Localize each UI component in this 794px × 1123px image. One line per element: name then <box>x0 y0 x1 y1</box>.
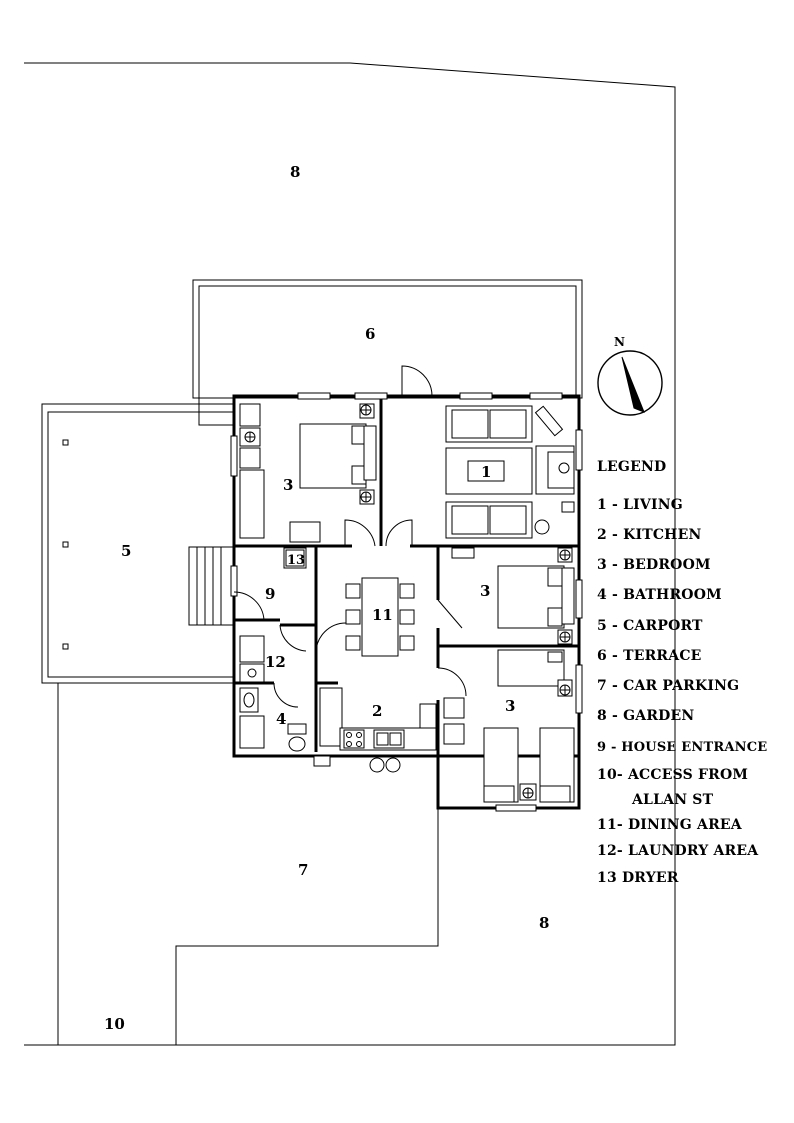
doors <box>233 365 467 708</box>
label-bedroom-e: 3 <box>480 582 490 600</box>
terrace-outline <box>192 279 583 426</box>
compass-label: N <box>614 335 625 349</box>
label-laundry: 12 <box>265 653 286 671</box>
label-garden-top: 8 <box>290 163 300 181</box>
label-entrance: 9 <box>265 585 275 603</box>
label-terrace: 6 <box>365 325 375 343</box>
label-living: 1 <box>481 463 491 481</box>
legend-item: 7 - CAR PARKING <box>597 678 739 694</box>
legend-item: 9 - HOUSE ENTRANCE <box>597 740 767 755</box>
north-arrow-icon: N <box>597 335 663 416</box>
legend-item: 3 - BEDROOM <box>597 557 711 573</box>
living-furniture <box>445 405 575 539</box>
wet-area-fixtures <box>239 547 307 752</box>
bedroom-se-furniture <box>443 649 575 803</box>
label-garden-bottom: 8 <box>539 914 549 932</box>
legend-item: 13 DRYER <box>597 870 679 886</box>
kitchen-fixtures <box>319 687 437 773</box>
legend-item: 11- DINING AREA <box>597 817 743 833</box>
entrance-steps <box>188 546 235 626</box>
carport-outline <box>41 403 234 684</box>
bedroom-e-furniture <box>451 547 575 645</box>
windows <box>230 392 583 812</box>
legend-item: 4 - BATHROOM <box>597 587 722 603</box>
label-car-parking: 7 <box>298 861 308 879</box>
label-dryer: 13 <box>287 553 305 568</box>
legend-item: 5 - CARPORT <box>597 618 703 634</box>
legend-item: 8 - GARDEN <box>597 708 694 724</box>
car-parking-outline <box>57 683 439 1045</box>
label-bedroom-nw: 3 <box>283 476 293 494</box>
label-bedroom-se: 3 <box>505 697 515 715</box>
legend-item: ALLAN ST <box>631 792 714 808</box>
label-bathroom: 4 <box>276 710 286 728</box>
electrical-symbols <box>244 404 571 799</box>
label-access: 10 <box>104 1015 125 1033</box>
legend-item: 10- ACCESS FROM <box>597 767 748 783</box>
legend-item: 12- LAUNDRY AREA <box>597 843 759 859</box>
legend-item: 6 - TERRACE <box>597 648 702 664</box>
label-kitchen: 2 <box>372 702 382 720</box>
legend-item: 1 - LIVING <box>597 497 683 513</box>
label-dining: 11 <box>372 606 393 624</box>
dining-furniture <box>345 577 415 657</box>
legend-title: LEGEND <box>597 459 666 475</box>
site-boundary <box>24 62 676 1046</box>
legend-item: 2 - KITCHEN <box>597 527 701 543</box>
legend: LEGEND 1 - LIVING 2 - KITCHEN 3 - BEDROO… <box>597 459 767 886</box>
label-carport: 5 <box>121 542 131 560</box>
